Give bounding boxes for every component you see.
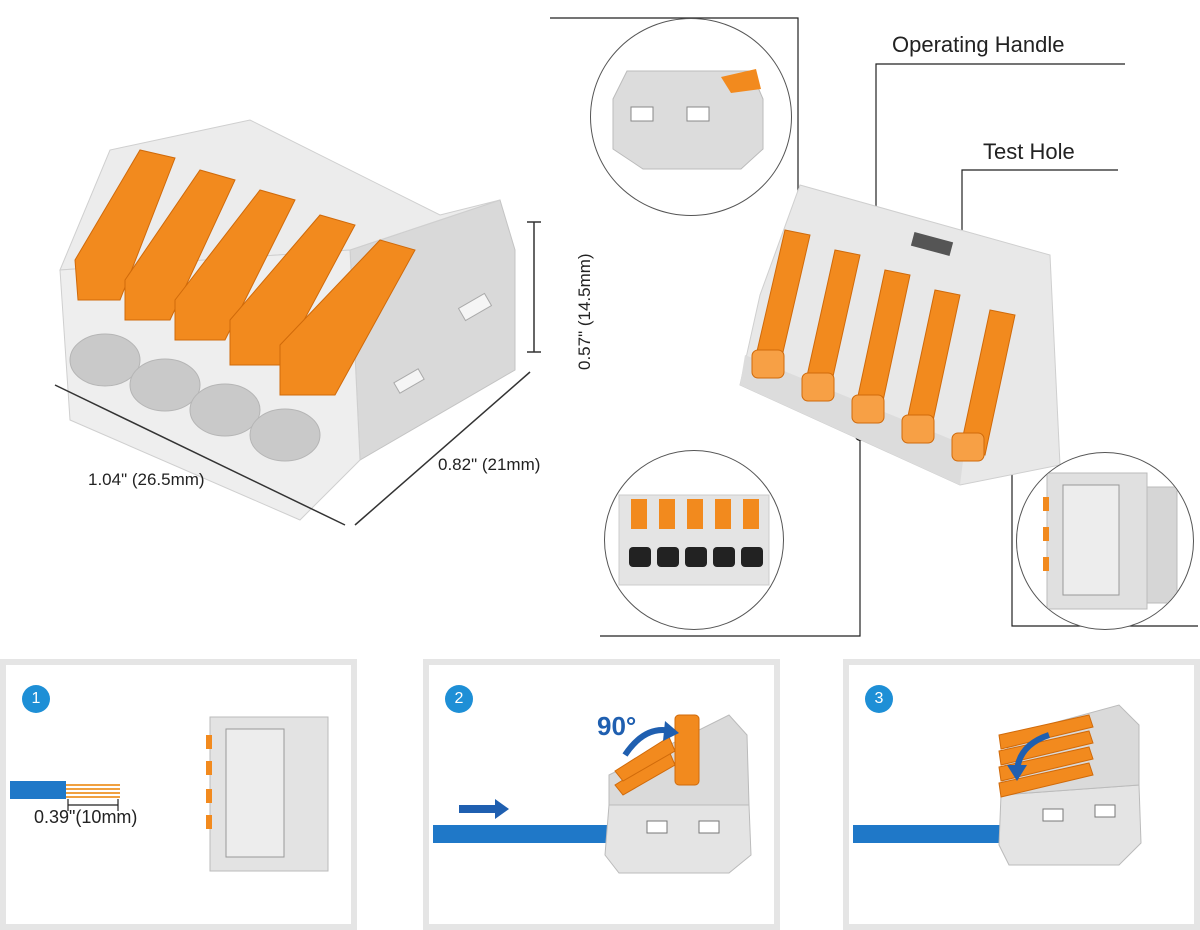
detail-circle-front-view — [604, 450, 784, 630]
test-hole-label: Test Hole — [983, 139, 1075, 164]
step-3-panel: 3 — [843, 659, 1200, 930]
lock-lever-illustration — [853, 704, 1142, 866]
insert-wire-illustration — [433, 714, 752, 874]
step-badge: 1 — [22, 685, 50, 713]
strip-length-label: 0.39"(10mm) — [34, 807, 138, 827]
length-dimension: 1.04" (26.5mm) — [88, 470, 205, 489]
step-1-panel: 1 0.39"(10mm) — [0, 659, 357, 930]
step-badge: 3 — [865, 685, 893, 713]
side-view-detail — [612, 69, 764, 170]
detail-circle-side-view — [590, 18, 792, 216]
rotation-angle-label: 90° — [597, 711, 637, 741]
detail-circle-end-view — [1016, 452, 1194, 630]
exploded-connector-illustration — [739, 184, 1061, 486]
stripped-wire-illustration — [10, 716, 329, 872]
operating-handle-label: Operating Handle — [892, 32, 1065, 57]
depth-dimension: 0.82" (21mm) — [438, 455, 541, 474]
main-connector-illustration — [54, 119, 541, 526]
step-2-panel: 2 90° — [423, 659, 780, 930]
end-view-detail — [1043, 472, 1178, 610]
front-view-detail — [618, 494, 770, 586]
step-badge: 2 — [445, 685, 473, 713]
